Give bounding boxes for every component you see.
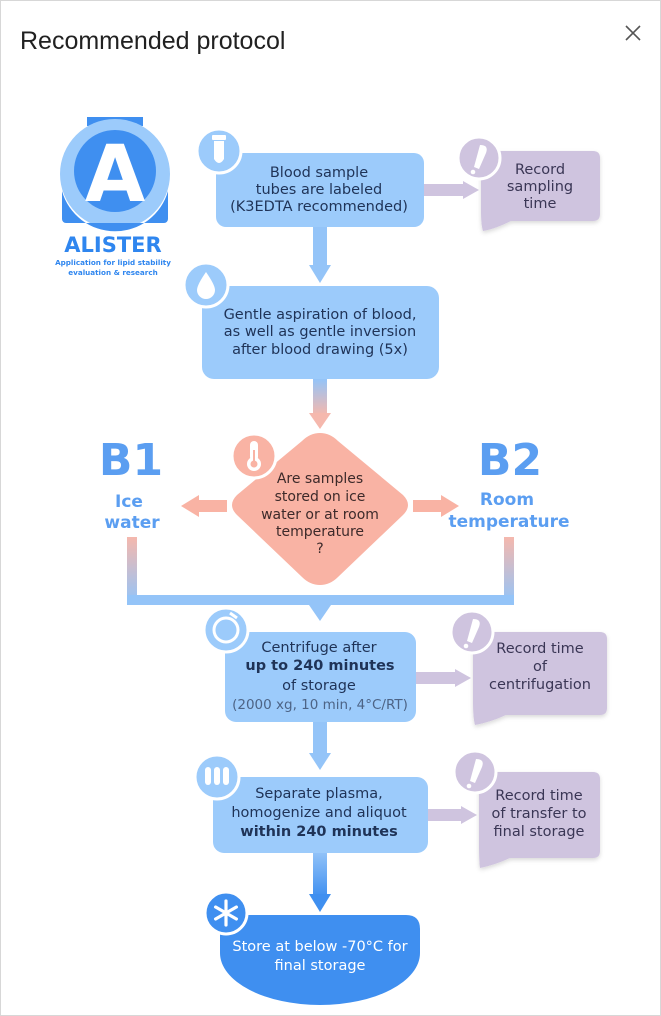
branch-b2-label-1: Room [480, 490, 534, 510]
decision-line-4: temperature [276, 524, 364, 540]
record-centrifugation-line-2: of [533, 659, 548, 675]
step-store-line-2: final storage [275, 958, 366, 974]
step-centrifuge-line-1: Centrifuge after [261, 640, 376, 656]
step-centrifuge-line-4: (2000 xg, 10 min, 4°C/RT) [232, 697, 408, 713]
record-centrifugation-line-3: centrifugation [489, 677, 591, 693]
logo-tagline-2: evaluation & research [68, 268, 157, 277]
logo-tagline-1: Application for lipid stability [55, 258, 171, 267]
decision-line-5: ? [316, 541, 323, 557]
record-transfer-line-3: final storage [494, 824, 585, 840]
step-separate-line-2: homogenize and aliquot [231, 805, 407, 821]
drop-icon [182, 261, 230, 309]
logo-letter: A [85, 130, 145, 220]
step-label-tubes: Blood sample tubes are labeled (K3EDTA r… [216, 153, 424, 227]
step-aspiration: Gentle aspiration of blood, as well as g… [202, 286, 439, 379]
record-centrifugation-time: Record time of centrifugation [473, 632, 607, 725]
connectors [127, 181, 514, 912]
dialog-title: Recommended protocol [20, 27, 286, 55]
tube-icon [195, 127, 243, 175]
pen-icon [449, 609, 495, 655]
step-aspiration-line-2: as well as gentle inversion [224, 324, 416, 340]
decision-line-1: Are samples [277, 471, 363, 487]
record-centrifugation-line-1: Record time [496, 641, 584, 657]
step-separate-line-1: Separate plasma, [255, 786, 383, 802]
decision-line-3: water or at room [261, 507, 379, 523]
close-icon [625, 25, 641, 41]
snowflake-icon [203, 890, 249, 936]
aliquot-tubes-icon [193, 753, 241, 801]
step-separate-plasma: Separate plasma, homogenize and aliquot … [213, 777, 428, 853]
step-final-storage: Store at below -70°C for final storage [220, 915, 420, 1005]
decision-line-2: stored on ice [275, 489, 366, 505]
record-transfer-line-2: of transfer to [491, 806, 586, 822]
record-sampling-line-3: time [524, 196, 557, 212]
record-transfer-line-1: Record time [495, 788, 583, 804]
step-centrifuge: Centrifuge after up to 240 minutes of st… [225, 632, 416, 722]
close-button[interactable] [621, 21, 645, 45]
record-sampling-line-2: sampling [507, 179, 573, 195]
pen-icon [452, 749, 498, 795]
branch-b2-code: B2 [478, 435, 542, 486]
branch-b1: B1 Ice water [99, 435, 163, 533]
centrifuge-icon [202, 606, 250, 654]
step-centrifuge-line-2: up to 240 minutes [245, 658, 394, 674]
step-label-tubes-line-1: Blood sample [270, 165, 368, 181]
step-aspiration-line-1: Gentle aspiration of blood, [224, 307, 417, 323]
step-store-line-1: Store at below -70°C for [232, 939, 407, 955]
thermometer-icon [230, 432, 278, 480]
decision-storage-temperature: Are samples stored on ice water or at ro… [232, 433, 408, 585]
step-aspiration-line-3: after blood drawing (5x) [232, 342, 408, 358]
branch-b2: B2 Room temperature [448, 435, 569, 532]
branch-b1-label-1: Ice [115, 492, 143, 512]
branch-b2-label-2: temperature [448, 512, 569, 532]
record-sampling-line-1: Record [515, 162, 565, 178]
record-sampling-time: Record sampling time [481, 151, 600, 231]
pen-icon [456, 135, 502, 181]
logo-name: ALISTER [64, 233, 161, 257]
branch-b1-label-2: water [104, 513, 160, 533]
alister-logo: A ALISTER Application for lipid stabilit… [55, 117, 171, 277]
step-centrifuge-line-3: of storage [282, 678, 356, 694]
step-label-tubes-line-2: tubes are labeled [256, 182, 382, 198]
step-separate-line-3: within 240 minutes [240, 824, 397, 840]
record-transfer-time: Record time of transfer to final storage [479, 772, 600, 868]
branch-b1-code: B1 [99, 435, 163, 486]
step-label-tubes-line-3: (K3EDTA recommended) [230, 199, 408, 215]
